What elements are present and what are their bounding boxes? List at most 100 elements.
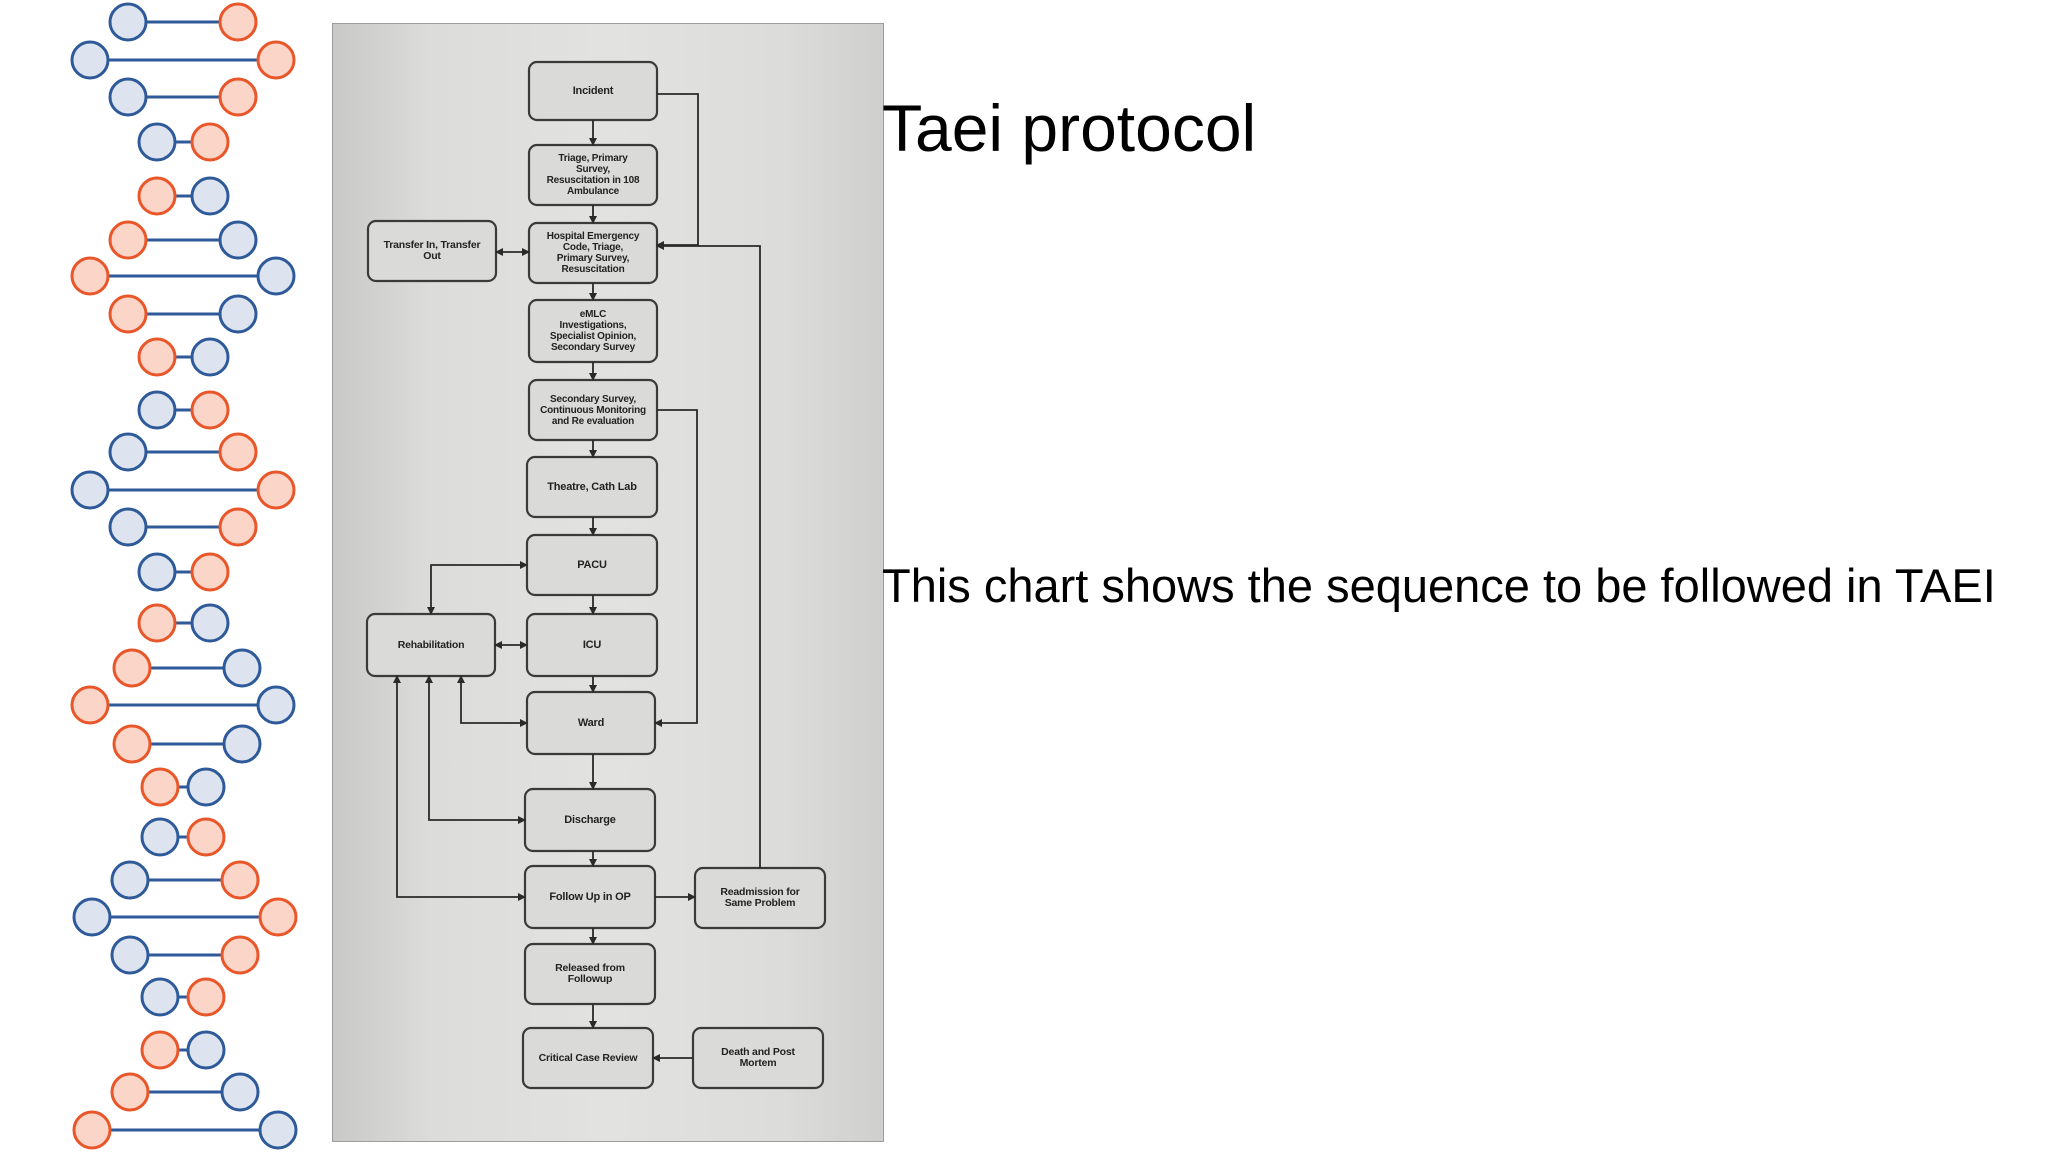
dna-node xyxy=(110,1072,150,1112)
dna-node xyxy=(70,256,110,296)
node-label-death: Death and Post Mortem xyxy=(721,1046,795,1069)
dna-node xyxy=(190,552,230,592)
dna-node xyxy=(140,817,180,857)
dna-node xyxy=(70,40,110,80)
dna-rung xyxy=(137,122,230,162)
dna-node xyxy=(72,1110,112,1150)
dna-rung xyxy=(108,77,258,117)
dna-node xyxy=(137,552,177,592)
node-label-released: Released from Followup xyxy=(555,962,625,985)
dna-node xyxy=(112,724,152,764)
dna-node xyxy=(218,294,258,334)
dna-node xyxy=(258,897,298,937)
flowchart-connectors xyxy=(365,60,827,1090)
dna-node xyxy=(108,507,148,547)
connector-readmission-to-hospital xyxy=(656,242,761,868)
dna-rung xyxy=(72,897,298,937)
dna-node xyxy=(256,256,296,296)
dna-node xyxy=(140,977,180,1017)
dna-node xyxy=(218,2,258,42)
dna-node xyxy=(108,294,148,334)
dna-node xyxy=(137,176,177,216)
dna-node xyxy=(256,470,296,510)
dna-node xyxy=(258,1110,298,1150)
dna-rung xyxy=(70,256,296,296)
dna-node xyxy=(218,432,258,472)
dna-node xyxy=(220,935,260,975)
node-label-readmission: Readmission for Same Problem xyxy=(720,886,800,909)
dna-node xyxy=(186,1030,226,1070)
dna-node xyxy=(190,603,230,643)
node-label-emlc: eMLC Investigations, Specialist Opinion,… xyxy=(549,309,637,353)
dna-node xyxy=(70,685,110,725)
node-label-triage-ambulance: Triage, Primary Survey, Resuscitation in… xyxy=(546,153,640,197)
dna-rung xyxy=(140,977,226,1017)
dna-helix-decoration xyxy=(70,2,298,1150)
dna-node xyxy=(256,40,296,80)
dna-rung xyxy=(108,220,258,260)
dna-rung xyxy=(137,390,230,430)
dna-node xyxy=(110,935,150,975)
dna-node xyxy=(256,685,296,725)
node-label-icu: ICU xyxy=(582,638,602,651)
dna-rung xyxy=(112,648,262,688)
connector-incident-bypass xyxy=(656,93,699,249)
node-label-critical-review: Critical Case Review xyxy=(538,1051,638,1064)
dna-node xyxy=(186,817,226,857)
dna-node xyxy=(222,648,262,688)
dna-rung xyxy=(110,860,260,900)
dna-rung xyxy=(140,767,226,807)
node-label-follow-up: Follow Up in OP xyxy=(549,890,631,903)
dna-rung xyxy=(108,432,258,472)
dna-rung xyxy=(108,2,258,42)
dna-rung xyxy=(137,176,230,216)
dna-node xyxy=(222,724,262,764)
node-label-theatre: Theatre, Cath Lab xyxy=(547,480,637,493)
dna-node xyxy=(137,603,177,643)
dna-rung xyxy=(72,1110,298,1150)
node-label-hospital-emergency: Hospital Emergency Code, Triage, Primary… xyxy=(546,231,640,275)
dna-rung xyxy=(112,724,262,764)
dna-node xyxy=(70,470,110,510)
node-label-rehabilitation: Rehabilitation xyxy=(397,638,465,651)
connector-secondary-to-ward xyxy=(654,409,698,727)
dna-node xyxy=(110,860,150,900)
dna-rung xyxy=(137,552,230,592)
dna-node xyxy=(220,860,260,900)
dna-node xyxy=(190,390,230,430)
connector-rehab-discharge xyxy=(425,675,526,824)
dna-node xyxy=(218,77,258,117)
dna-node xyxy=(137,337,177,377)
node-label-transfer: Transfer In, Transfer Out xyxy=(383,239,481,262)
dna-rung xyxy=(70,40,296,80)
dna-node xyxy=(186,767,226,807)
dna-rung xyxy=(110,935,260,975)
dna-rung xyxy=(108,294,258,334)
dna-node xyxy=(108,220,148,260)
dna-node xyxy=(137,122,177,162)
dna-node xyxy=(108,2,148,42)
dna-node xyxy=(218,507,258,547)
dna-rung xyxy=(70,685,296,725)
dna-rung xyxy=(140,1030,226,1070)
connector-rehab-pacu xyxy=(427,561,528,615)
dna-rung xyxy=(137,337,230,377)
slide-title: Taei protocol xyxy=(882,91,1257,165)
node-label-pacu: PACU xyxy=(577,558,607,571)
dna-node xyxy=(137,390,177,430)
dna-rung xyxy=(137,603,230,643)
dna-rung xyxy=(70,470,296,510)
dna-node xyxy=(108,77,148,117)
dna-node xyxy=(112,648,152,688)
node-label-discharge: Discharge xyxy=(564,813,616,826)
dna-node xyxy=(190,122,230,162)
dna-node xyxy=(220,1072,260,1112)
dna-node xyxy=(108,432,148,472)
dna-node xyxy=(140,767,180,807)
slide-body-text: This chart shows the sequence to be foll… xyxy=(882,559,1996,612)
dna-rung xyxy=(140,817,226,857)
dna-rung xyxy=(110,1072,260,1112)
dna-node xyxy=(140,1030,180,1070)
dna-node xyxy=(218,220,258,260)
dna-rung xyxy=(108,507,258,547)
